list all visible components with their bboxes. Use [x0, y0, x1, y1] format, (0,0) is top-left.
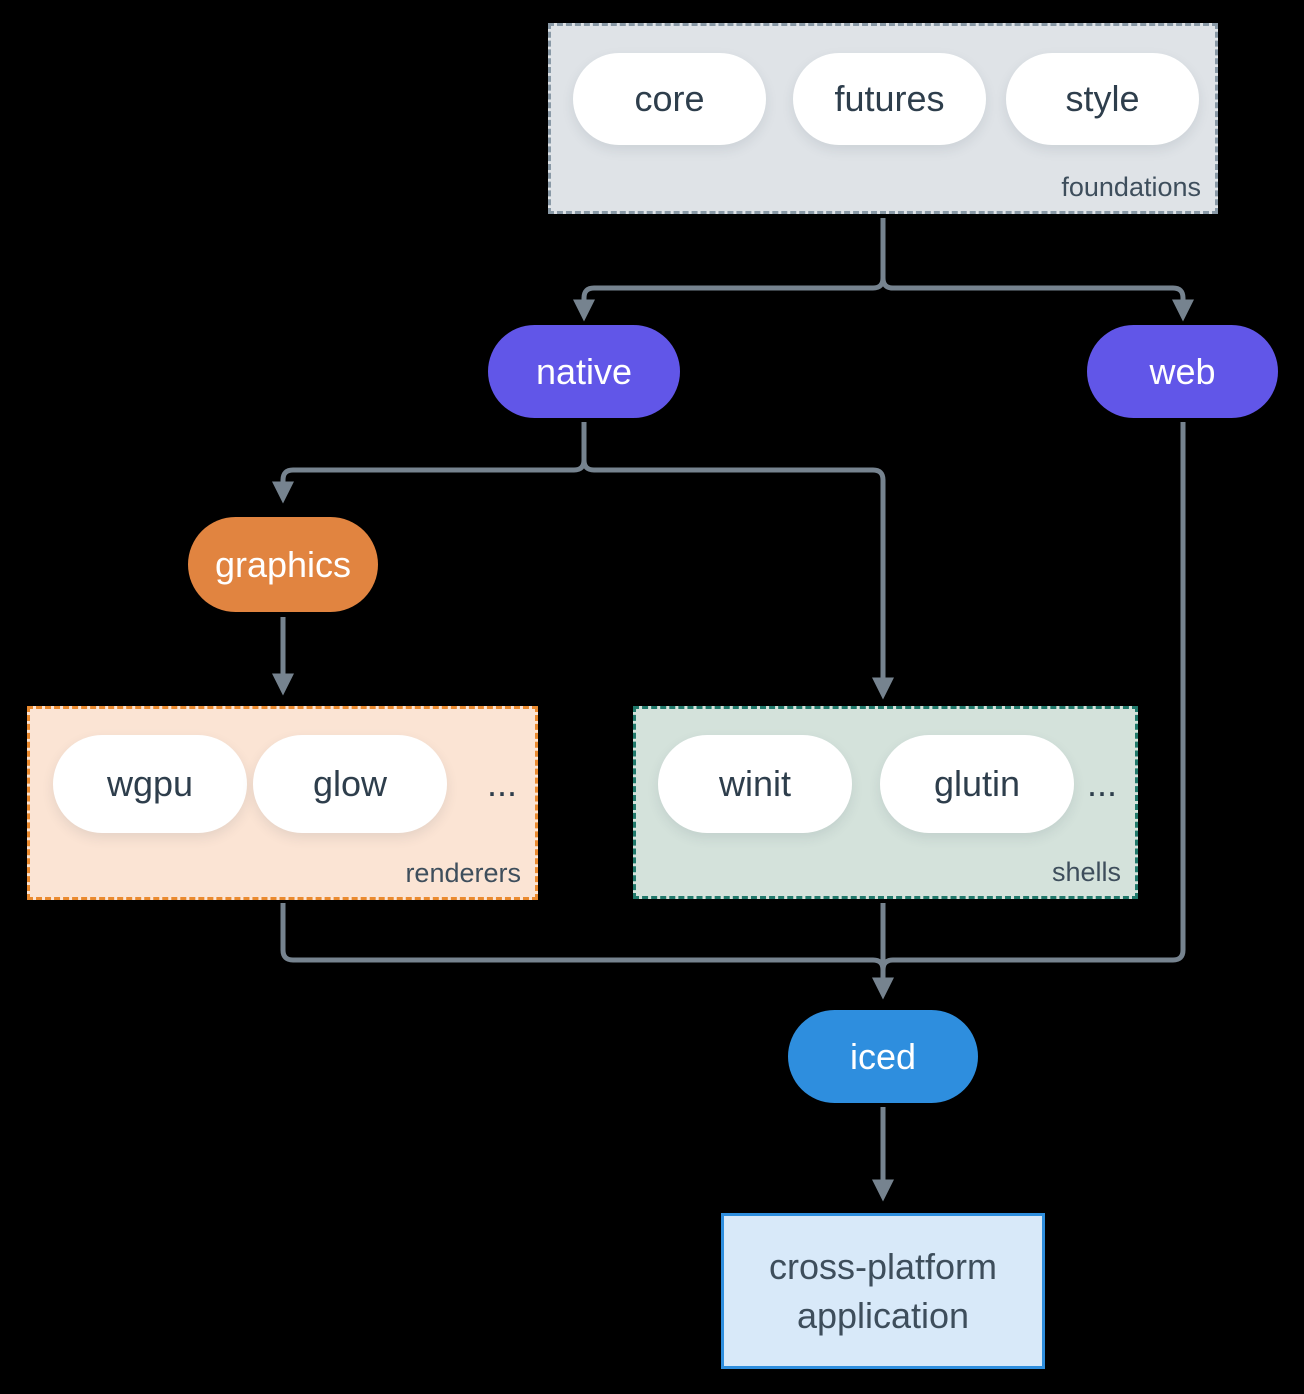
renderers-more-ellipsis: ... — [486, 763, 517, 804]
shells-more-ellipsis: ... — [1086, 763, 1117, 804]
pill-glow: glow — [253, 735, 447, 833]
pill-style: style — [1006, 53, 1199, 145]
renderers-group: wgpu glow ... renderers — [27, 706, 538, 900]
pill-winit: winit — [658, 735, 852, 833]
pill-wgpu: wgpu — [53, 735, 247, 833]
edge-native-to-graphics — [272, 422, 587, 504]
edge-renderers-to-iced — [280, 903, 886, 978]
shells-label: shells — [1051, 857, 1121, 887]
pill-glutin: glutin — [880, 735, 1074, 833]
application-label-line2: application — [796, 1295, 970, 1336]
edge-foundations-to-native — [573, 218, 886, 322]
application-box: cross-platform application — [721, 1213, 1045, 1369]
pill-native: native — [488, 325, 680, 418]
renderers-label: renderers — [405, 858, 521, 888]
foundations-label: foundations — [1061, 172, 1201, 202]
edge-native-to-shells — [581, 422, 894, 700]
edge-foundations-to-web — [880, 218, 1194, 322]
foundations-group: core futures style foundations — [548, 23, 1218, 214]
pill-iced: iced — [788, 1010, 978, 1103]
application-label-line1: cross-platform — [768, 1246, 998, 1287]
pill-web: web — [1087, 325, 1278, 418]
pill-core: core — [573, 53, 766, 145]
pill-futures: futures — [793, 53, 986, 145]
shells-group: winit glutin ... shells — [633, 706, 1138, 899]
pill-graphics: graphics — [188, 517, 378, 612]
